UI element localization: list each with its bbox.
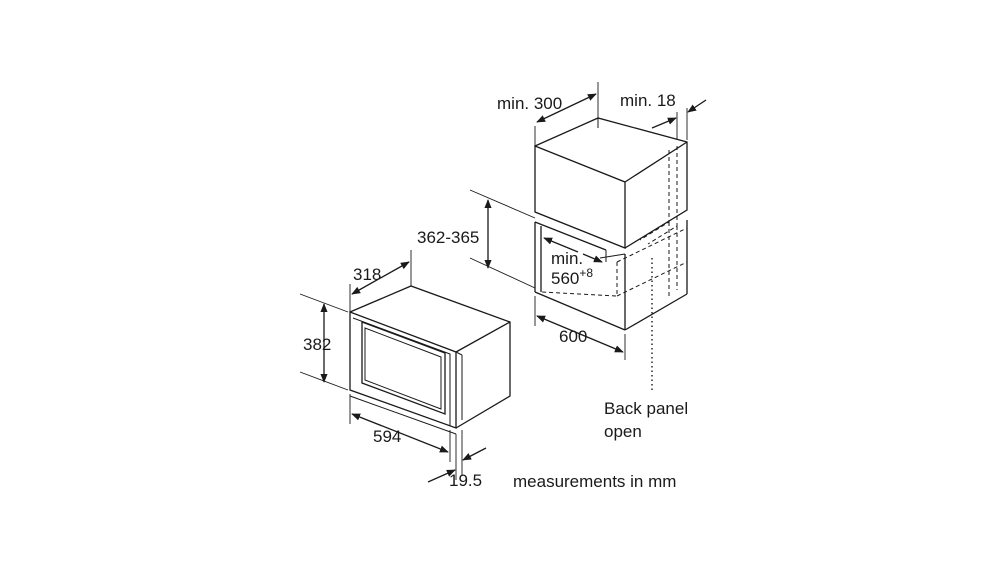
label-560-tolerance: +8 — [579, 266, 593, 280]
label-362-365: 362-365 — [417, 228, 479, 247]
dim-min-560 — [543, 237, 603, 263]
label-382: 382 — [303, 335, 331, 354]
dim-318 — [349, 250, 412, 312]
dim-min-300 — [534, 82, 599, 146]
label-units: measurements in mm — [513, 472, 676, 491]
niche-frame — [534, 220, 688, 331]
label-min-560: 560+8 — [551, 266, 593, 288]
upper-cabinet — [534, 117, 688, 249]
label-open: open — [604, 422, 642, 441]
label-min-18: min. 18 — [620, 91, 676, 110]
label-560-value: 560 — [551, 269, 579, 288]
cabinet-drawing — [469, 82, 707, 392]
appliance-drawing — [299, 250, 511, 483]
label-594: 594 — [373, 427, 401, 446]
label-back-panel: Back panel — [604, 399, 688, 418]
dim-min-18 — [651, 99, 707, 140]
dim-382 — [299, 293, 349, 391]
label-min: min. — [551, 249, 583, 268]
appliance-front — [349, 311, 457, 429]
label-318: 318 — [353, 265, 381, 284]
label-600: 600 — [559, 327, 587, 346]
label-min-300: min. 300 — [497, 94, 562, 113]
label-19-5: 19.5 — [449, 471, 482, 490]
dim-19-5 — [427, 430, 487, 483]
dim-594 — [349, 394, 451, 462]
dim-600 — [534, 296, 626, 360]
door-window — [361, 321, 446, 415]
dim-362-365 — [469, 189, 536, 289]
